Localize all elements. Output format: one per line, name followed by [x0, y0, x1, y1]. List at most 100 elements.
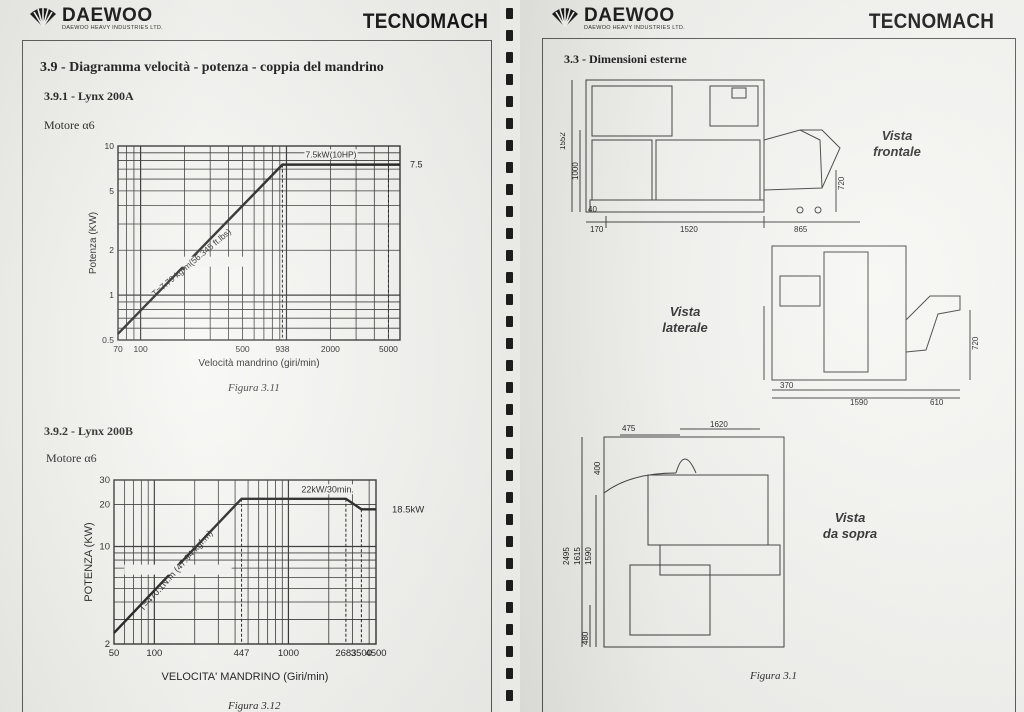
binder-ring: [506, 74, 513, 85]
chart-y-tick-label: 5: [109, 186, 114, 196]
binder-ring: [506, 30, 513, 41]
chart-x-tick-label: 4500: [365, 648, 386, 659]
chart-x-tick-label: 500: [235, 344, 249, 354]
chart-annotation: 18.5kW: [392, 504, 424, 515]
chart-x-tick-label: 3500: [351, 648, 372, 659]
brand-subtitle: DAEWOO HEAVY INDUSTRIES LTD.: [62, 25, 163, 31]
binder-ring: [506, 602, 513, 613]
binder-ring: [506, 580, 513, 591]
binder-ring: [506, 338, 513, 349]
chart-series-line: [117, 163, 400, 335]
chart-a-grid: [117, 145, 401, 341]
chart-x-tick-label: 938: [275, 344, 289, 354]
chart-annotation: 7.5kW(10HP): [305, 149, 356, 159]
binder-ring: [506, 536, 513, 547]
chart-x-tick-label: 100: [134, 344, 148, 354]
dim-top-w1: 475: [622, 424, 636, 433]
dim-front-w-mid: 1520: [680, 225, 698, 234]
chart-x-tick-label: 2683: [335, 648, 356, 659]
binder-ring: [506, 404, 513, 415]
binder-ring: [506, 426, 513, 437]
binder-ring: [506, 8, 513, 19]
right-header: DAEWOO DAEWOO HEAVY INDUSTRIES LTD. TECN…: [520, 0, 1024, 38]
chart-annotation-bg: [300, 484, 355, 495]
binder-ring: [506, 514, 513, 525]
chart-y-tick-label: 20: [99, 500, 110, 511]
binder-ring: [506, 184, 513, 195]
tecnomach-logo: TECNOMACH: [868, 10, 994, 33]
chart-x-tick-label: 100: [146, 648, 162, 659]
binder-ring: [506, 668, 513, 679]
chart-b-annotations: T=470.1N.m (47.94 kgf.m)22kW/30min.18.5k…: [124, 484, 424, 613]
binder-ring: [506, 382, 513, 393]
chart-annotation: 7.5: [410, 160, 423, 170]
dim-front-w-right: 865: [794, 225, 808, 234]
daewoo-shell-icon: [30, 8, 56, 28]
brand-name: DAEWOO: [584, 5, 675, 26]
chart-plot-frame: [117, 145, 401, 341]
chart-x-tick-label: 1000: [278, 648, 299, 659]
side-view-drawing: 1000 720 370 1590 610: [760, 245, 980, 407]
binder-ring: [506, 558, 513, 569]
left-logo: DAEWOO DAEWOO HEAVY INDUSTRIES LTD.: [28, 6, 163, 31]
daewoo-shell-icon: [552, 8, 578, 28]
binder-ring: [506, 294, 513, 305]
figure-caption-b: Figura 3.12: [228, 700, 281, 712]
chart-x-tick-label: 5000: [379, 344, 398, 354]
chart-a-ylabel: Potenza (KW): [88, 212, 99, 274]
chart-annotation-bg: [142, 256, 245, 267]
binder-ring: [506, 206, 513, 217]
binder-ring: [506, 448, 513, 459]
dim-front-h-mid: 1000: [571, 162, 580, 180]
binder-ring: [506, 118, 513, 129]
dim-side-h: 1000: [760, 327, 762, 345]
chart-y-tick-label: 10: [99, 542, 110, 553]
dim-side-w3: 610: [930, 398, 944, 407]
left-header: DAEWOO DAEWOO HEAVY INDUSTRIES LTD. TECN…: [0, 0, 500, 38]
binder-ring: [506, 470, 513, 481]
motor-label-b: Motore α6: [46, 451, 97, 465]
binder-ring: [506, 272, 513, 283]
chart-b-ylabel: POTENZA (KW): [83, 522, 95, 601]
chart-plot-frame: [113, 479, 377, 645]
binder-ring: [506, 228, 513, 239]
tecnomach-logo: TECNOMACH: [362, 10, 488, 33]
dim-side-w2: 1590: [850, 398, 868, 407]
figure-caption-dimensions: Figura 3.1: [750, 670, 798, 682]
chart-y-tick-label: 2: [105, 639, 110, 650]
chart-annotation: 22kW/30min.: [301, 484, 354, 494]
binder-ring: [506, 140, 513, 151]
dim-top-w2: 1620: [710, 420, 728, 429]
right-logo: DAEWOO DAEWOO HEAVY INDUSTRIES LTD.: [550, 6, 685, 31]
chart-y-tick-label: 30: [99, 475, 110, 486]
binder-ring: [506, 360, 513, 371]
binder-ring: [506, 96, 513, 107]
binder-ring: [506, 646, 513, 657]
left-frame: [22, 40, 492, 712]
binder-ring: [506, 162, 513, 173]
chart-annotation-bg: [304, 149, 358, 160]
motor-label-a: Motore α6: [44, 118, 95, 132]
dim-top-h-total: 2495: [562, 547, 571, 565]
dim-top-h-bot: 480: [581, 631, 590, 645]
binder-ring: [506, 624, 513, 635]
subsection-title-b: 3.9.2 - Lynx 200B: [44, 424, 134, 438]
binder-spine: [500, 0, 520, 712]
top-view-drawing: 475 1620 400 2495 1615 1590 480: [562, 420, 785, 648]
dim-side-h-chip: 720: [971, 336, 980, 350]
chart-y-tick-label: 2: [109, 245, 114, 255]
subsection-title-a: 3.9.1 - Lynx 200A: [44, 89, 134, 103]
dimensions-title: 3.3 - Dimensioni esterne: [564, 52, 687, 66]
chart-b-xlabel: VELOCITA' MANDRINO (Giri/min): [162, 671, 329, 683]
dim-front-h-total: 1552: [560, 132, 567, 150]
chart-y-tick-label: 1: [109, 290, 114, 300]
chart-x-tick-label: 447: [234, 648, 250, 659]
binder-ring: [506, 250, 513, 261]
